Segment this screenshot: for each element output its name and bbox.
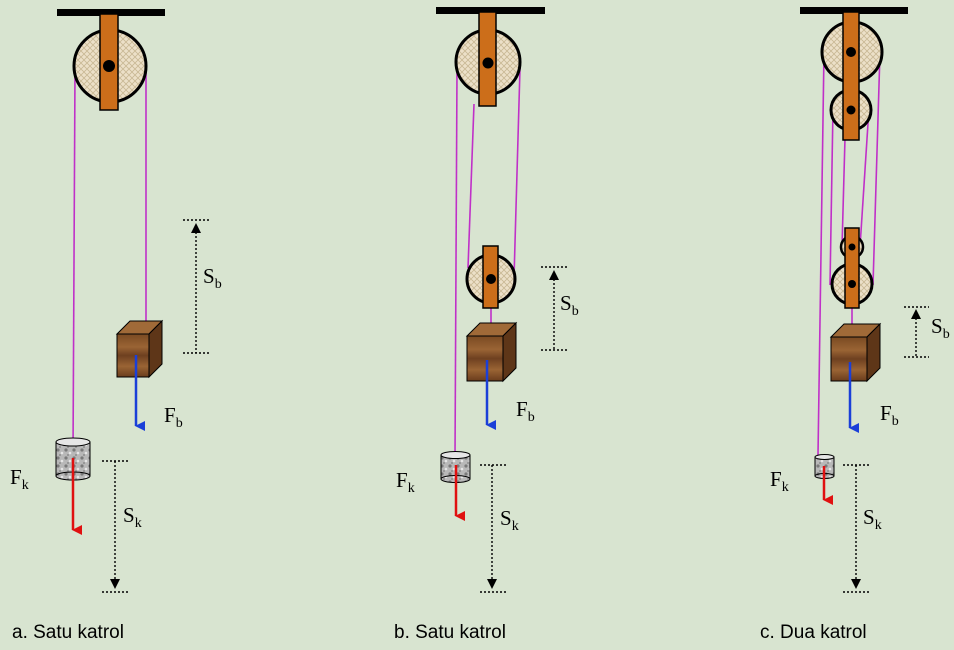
diagram-a: Sb Fb Fk Sk a. Satu katrol: [10, 9, 222, 643]
label-fk: Fk: [770, 467, 789, 495]
diagram-c: Sb Fb Fk Sk c. Dua katrol: [760, 7, 950, 643]
ceiling-bar: [57, 9, 165, 16]
distance-sk: [843, 464, 869, 593]
ceiling-bar: [436, 7, 545, 14]
load-box: [115, 319, 164, 379]
label-fb: Fb: [164, 403, 183, 431]
caption: a. Satu katrol: [12, 622, 124, 643]
rope: [829, 107, 834, 286]
label-sb: Sb: [560, 291, 579, 319]
rope: [467, 103, 475, 269]
fixed-pulley-strap: [842, 11, 860, 141]
rope: [841, 137, 846, 248]
label-sk: Sk: [123, 503, 142, 531]
diagram-b: Sb Fb Fk Sk b. Satu katrol: [394, 7, 579, 643]
fixed-pulley: [454, 11, 522, 107]
label-sk: Sk: [500, 506, 519, 534]
distance-sb: [904, 306, 929, 358]
label-sb: Sb: [931, 314, 950, 342]
label-fb: Fb: [880, 401, 899, 429]
label-sk: Sk: [863, 505, 882, 533]
rope: [859, 107, 870, 248]
rope: [513, 67, 521, 279]
rope: [72, 69, 76, 456]
rope: [817, 51, 825, 456]
fixed-pulley: [72, 13, 148, 111]
label-fb: Fb: [516, 397, 535, 425]
movable-pulley-strap: [844, 227, 860, 309]
distance-sb: [541, 266, 568, 351]
label-fk: Fk: [396, 468, 415, 496]
label-fk: Fk: [10, 465, 29, 493]
load-box: [829, 322, 882, 383]
ceiling-bar: [800, 7, 908, 14]
movable-pulley: [465, 245, 517, 309]
distance-sb: [183, 219, 210, 354]
load-box: [465, 321, 518, 383]
rope: [454, 69, 458, 459]
caption: c. Dua katrol: [760, 622, 867, 643]
label-sb: Sb: [203, 264, 222, 292]
rope: [872, 51, 881, 286]
caption: b. Satu katrol: [394, 622, 506, 643]
distance-sk: [102, 460, 130, 593]
distance-sk: [480, 464, 507, 593]
